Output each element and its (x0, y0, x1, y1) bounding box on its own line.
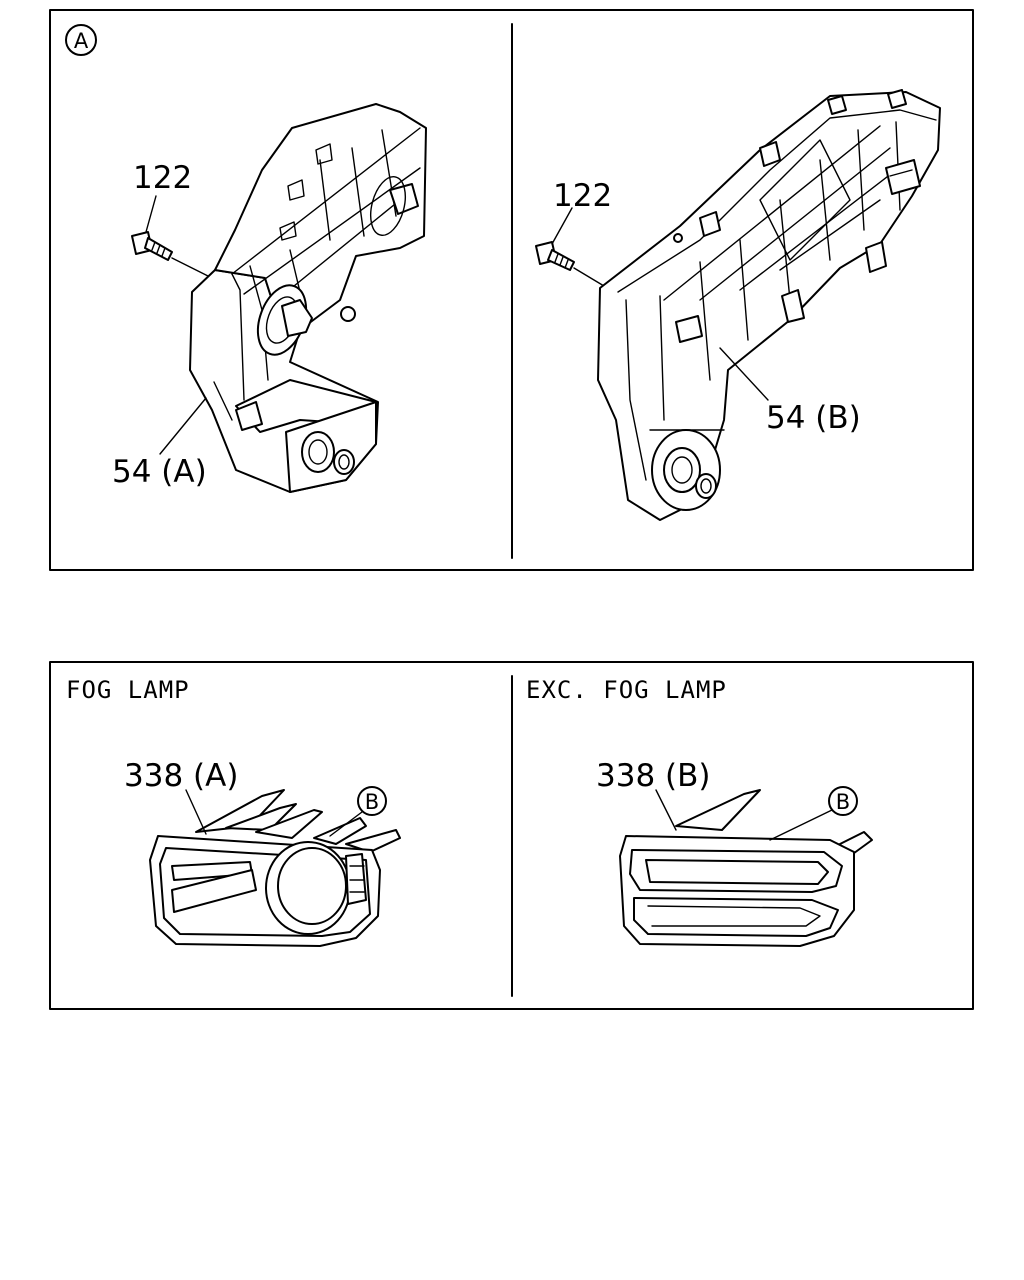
header-exc-fog-lamp: EXC. FOG LAMP (526, 676, 727, 704)
bracket-54a-drawing (131, 103, 427, 493)
bottom-panel: FOG LAMP EXC. FOG LAMP 338 (A) (49, 661, 974, 1010)
bolt-122-right (535, 241, 575, 271)
view-marker-b-right-circle (828, 786, 858, 816)
callout-54a-leader (159, 397, 207, 455)
callout-54b-leader (719, 347, 769, 401)
callout-338a: 338 (A) (124, 758, 238, 794)
view-marker-b-left-label: B (365, 790, 379, 814)
callout-54a: 54 (A) (112, 454, 207, 490)
view-marker-b-right: B (828, 786, 858, 816)
bottom-panel-frame (49, 661, 974, 1010)
callout-122-right-leader (551, 207, 573, 245)
view-marker-b-right-label: B (836, 790, 850, 814)
callout-338a-leader (185, 789, 207, 835)
callout-338b: 338 (B) (596, 758, 710, 794)
top-panel: A (49, 9, 974, 571)
callout-54b: 54 (B) (766, 400, 861, 436)
bezel-338a-drawing (149, 789, 401, 947)
view-marker-b-left-leader (329, 811, 363, 837)
callout-122-left-leader (145, 195, 157, 233)
view-marker-b-right-leader (769, 809, 833, 841)
callout-338b-leader (655, 789, 677, 831)
view-marker-a: A (65, 24, 97, 56)
view-marker-b-left-circle (357, 786, 387, 816)
callout-122-left: 122 (133, 160, 192, 196)
bolt-122-left-leader (171, 257, 213, 279)
bolt-122-right-leader (573, 267, 605, 287)
view-marker-a-circle (65, 24, 97, 56)
view-marker-a-label: A (74, 29, 89, 53)
bezel-338b-drawing (619, 789, 873, 947)
bolt-122-left (131, 231, 173, 261)
bracket-54b-drawing (535, 89, 941, 521)
callout-122-right: 122 (553, 178, 612, 214)
header-fog-lamp: FOG LAMP (66, 676, 190, 704)
top-panel-frame (49, 9, 974, 571)
view-marker-b-left: B (357, 786, 387, 816)
